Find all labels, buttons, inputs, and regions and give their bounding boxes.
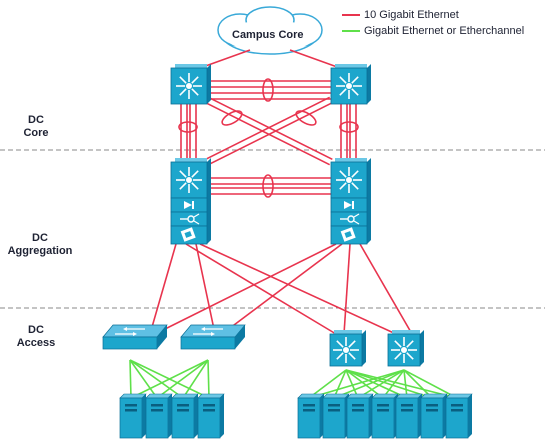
server-right-5-icon [395, 393, 423, 439]
server-left-1-icon [119, 393, 147, 439]
server-right-4-icon [371, 393, 399, 439]
core-right-vertical-oval [339, 121, 359, 133]
core-left-switch-icon [170, 64, 211, 105]
server-left-3-icon [171, 393, 199, 439]
aggregation-left-chassis-icon-module-2 [170, 211, 208, 227]
core-right-agg-left-cross-a [205, 96, 331, 161]
aggregation-right-chassis-icon-module-2 [330, 211, 368, 227]
dc-access-line1: DC [28, 324, 44, 336]
agg-right-acc2-link [221, 243, 343, 335]
agg-left-acc1-link [149, 243, 177, 335]
acc3-server-link-0 [308, 369, 347, 399]
server-left-4-icon [197, 393, 225, 439]
core-left-vertical-oval [178, 121, 198, 133]
acc3-server-link-1 [333, 369, 347, 399]
server-left-2-icon [145, 393, 173, 439]
acc2-server-link-1 [156, 359, 209, 399]
acc4-server-link-3 [382, 369, 405, 399]
acc1-server-link-3 [129, 359, 210, 399]
dc-aggregation-line1: DC [32, 232, 48, 244]
core-left-agg-right-cross-a [205, 101, 331, 166]
dc-core-layer-label: DC Core [12, 114, 60, 140]
campus-core-cloud [217, 6, 323, 55]
server-right-3-icon [346, 393, 374, 439]
acc3-server-link-6 [345, 369, 458, 399]
agg-right-acc1-link [154, 243, 337, 335]
agg-left-acc3-link [185, 243, 337, 335]
acc4-server-link-0 [308, 369, 405, 399]
legend-10ge-label: 10 Gigabit Ethernet [364, 9, 459, 21]
acc4-server-link-2 [357, 369, 405, 399]
access-switch-3-icon [329, 330, 366, 367]
server-right-7-icon [445, 393, 473, 439]
agg-left-acc4-link [199, 243, 397, 335]
core-core-etherchannel-oval [262, 78, 274, 102]
acc1-server-link-1 [129, 359, 158, 399]
access-switch-4-icon [387, 330, 424, 367]
access-switch-1-icon [102, 324, 168, 350]
cross-left-oval [221, 110, 243, 126]
agg-agg-etherchannel-oval [262, 174, 274, 198]
cross-right-oval [295, 110, 317, 126]
core-right-switch-icon [330, 64, 371, 105]
dc-access-layer-label: DC Access [12, 324, 60, 350]
legend-ge-label: Gigabit Ethernet or Etherchannel [364, 25, 525, 37]
dc-core-line1: DC [28, 114, 44, 126]
acc4-server-link-4 [403, 369, 408, 399]
cloud-core-right-link [289, 49, 341, 69]
acc3-server-link-3 [345, 369, 384, 399]
acc4-server-link-5 [403, 369, 433, 399]
campus-core-label: Campus Core [232, 29, 304, 41]
server-right-6-icon [420, 393, 448, 439]
dc-aggregation-line2: Aggregation [7, 245, 73, 257]
server-right-1-icon [297, 393, 325, 439]
dc-core-line2: Core [23, 127, 49, 139]
acc1-server-link-2 [129, 359, 184, 399]
agg-right-acc3-link [343, 243, 351, 335]
aggregation-left-chassis-icon [170, 158, 211, 245]
cloud-core-left-link [199, 49, 251, 69]
acc1-server-link-0 [129, 359, 132, 399]
aggregation-right-chassis-icon [330, 158, 371, 245]
dc-aggregation-layer-label: DC Aggregation [2, 232, 78, 258]
server-right-2-icon [322, 393, 350, 439]
agg-left-acc2-link [195, 243, 216, 335]
core-left-agg-right-cross-b [207, 96, 333, 161]
agg-right-acc4-link [359, 243, 413, 335]
dc-access-line2: Access [16, 337, 56, 349]
acc2-server-link-2 [182, 359, 209, 399]
acc4-server-link-1 [333, 369, 405, 399]
access-switch-2-icon [180, 324, 246, 350]
acc2-server-link-3 [207, 359, 210, 399]
acc3-server-link-4 [345, 369, 408, 399]
core-right-agg-left-cross-b [207, 101, 333, 166]
acc3-server-link-5 [345, 369, 433, 399]
acc4-server-link-6 [403, 369, 458, 399]
acc3-server-link-2 [345, 369, 359, 399]
